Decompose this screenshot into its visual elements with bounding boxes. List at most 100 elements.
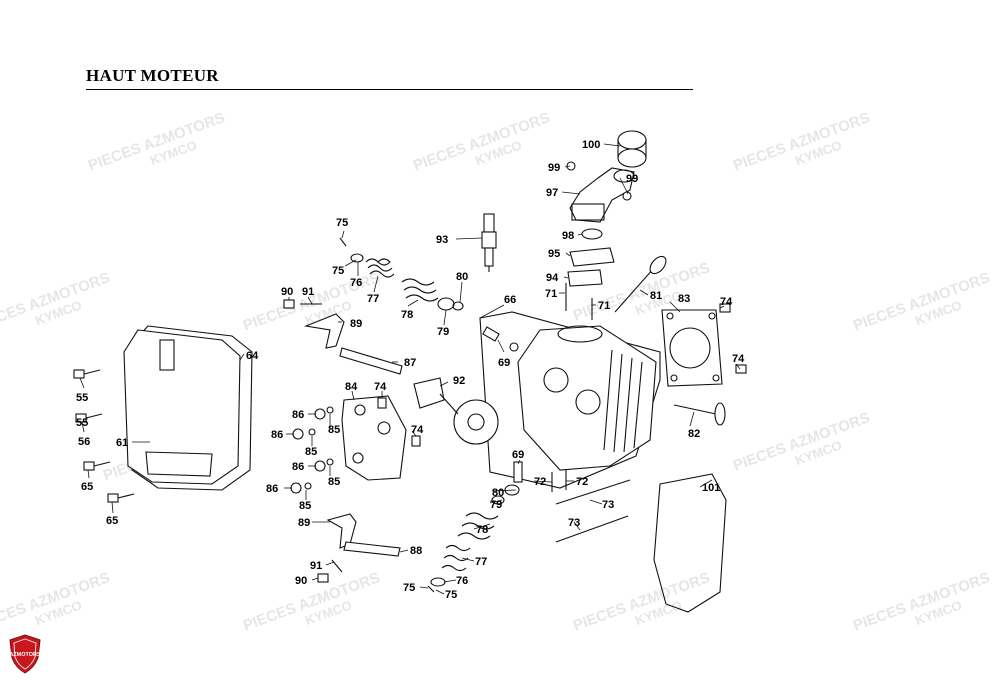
- callout-label: 88: [410, 545, 422, 557]
- callout-label: 98: [562, 230, 574, 242]
- callout-label: 71: [545, 288, 557, 300]
- callout-label: 84: [345, 381, 358, 393]
- part-81-intake-valve: [614, 255, 667, 313]
- callout-labels: 100 99 99 97 93 98 95 94 71 71 81 83 74 …: [76, 139, 745, 601]
- callout-label: 65: [106, 515, 118, 527]
- callout-label: 69: [512, 449, 524, 461]
- callout-label: 77: [367, 293, 379, 305]
- part-66-cylinder-head: [479, 311, 661, 489]
- callout-label: 86: [271, 429, 283, 441]
- callout-label: 75: [403, 582, 415, 594]
- callout-label: 89: [350, 318, 362, 330]
- callout-label: 99: [548, 162, 560, 174]
- callout-label: 64: [246, 350, 259, 362]
- part-bolts-left: [73, 369, 135, 503]
- callout-label: 74: [732, 353, 745, 365]
- callout-label: 75: [336, 217, 348, 229]
- part-61-head-cover: [123, 325, 253, 491]
- callout-label: 71: [598, 300, 610, 312]
- callout-label: 55: [76, 417, 88, 429]
- callout-label: 74: [720, 296, 733, 308]
- part-upper-valve-train: [339, 237, 464, 311]
- callout-label: 81: [650, 290, 662, 302]
- callout-label: 79: [490, 499, 502, 511]
- callout-label: 97: [546, 187, 558, 199]
- callout-label: 75: [445, 589, 457, 601]
- callout-label: 90: [281, 286, 293, 298]
- part-92-camshaft: [413, 377, 499, 445]
- part-88-rocker-shaft: [343, 541, 401, 557]
- part-87-rocker-shaft: [339, 347, 403, 375]
- callout-label: 76: [456, 575, 468, 587]
- callout-label: 91: [302, 286, 314, 298]
- callout-label: 66: [504, 294, 516, 306]
- callout-label: 80: [492, 487, 504, 499]
- callout-label: 86: [292, 409, 304, 421]
- callout-label: 85: [328, 424, 340, 436]
- callout-label: 75: [332, 265, 344, 277]
- callout-label: 79: [437, 326, 449, 338]
- watermark-text: PIECES AZMOTORS: [0, 269, 112, 334]
- page-title: HAUT MOTEUR: [86, 66, 219, 85]
- callout-label: 85: [305, 446, 317, 458]
- callout-label: 61: [116, 437, 128, 449]
- callout-label: 73: [602, 499, 614, 511]
- callout-label: 100: [582, 139, 600, 151]
- part-72-studs: [551, 470, 567, 492]
- part-95-insulator: [569, 247, 615, 267]
- callout-label: 55: [76, 392, 88, 404]
- part-101-gasket: [653, 473, 727, 613]
- callout-label: 89: [298, 517, 310, 529]
- callout-label: 86: [266, 483, 278, 495]
- callout-label: 82: [688, 428, 700, 440]
- part-74-dowel: [735, 364, 747, 374]
- callout-label: 91: [310, 560, 322, 572]
- callout-label: 93: [436, 234, 448, 246]
- callout-label: 76: [350, 277, 362, 289]
- callout-label: 99: [626, 173, 638, 185]
- callout-label: 74: [411, 424, 424, 436]
- title-underline: [86, 89, 693, 90]
- part-93-spark-plug: [481, 213, 497, 272]
- callout-label: 101: [702, 482, 720, 494]
- callout-label: 78: [476, 524, 488, 536]
- callout-label: 56: [78, 436, 90, 448]
- part-89-rocker-arm: [303, 313, 345, 349]
- callout-label: 72: [534, 476, 546, 488]
- part-73-long-studs: [555, 479, 631, 543]
- callout-label: 69: [498, 357, 510, 369]
- callout-label: 83: [678, 293, 690, 305]
- callout-label: 72: [576, 476, 588, 488]
- callout-label: 85: [328, 476, 340, 488]
- callout-label: 80: [456, 271, 468, 283]
- part-74-dowel: [411, 435, 421, 447]
- part-71-studs: [565, 283, 593, 320]
- part-84-cam-holder: [341, 395, 407, 481]
- callout-label: 86: [292, 461, 304, 473]
- part-98-o-ring: [581, 228, 603, 240]
- part-94-gasket: [567, 269, 603, 287]
- part-83-head-gasket: [661, 309, 723, 387]
- watermark-text: PIECES AZMOTORS: [0, 569, 112, 634]
- callout-label: 77: [475, 556, 487, 568]
- callout-label: 78: [401, 309, 413, 321]
- callout-label: 92: [453, 375, 465, 387]
- part-97-intake-manifold: [569, 167, 635, 223]
- part-100-clamp: [617, 130, 647, 168]
- callout-label: 87: [404, 357, 416, 369]
- callout-label: 73: [568, 517, 580, 529]
- callout-label: 94: [546, 272, 559, 284]
- azmotors-logo: AZMOTORS: [9, 634, 41, 674]
- callout-label: 65: [81, 481, 93, 493]
- part-69-plug: [482, 326, 519, 352]
- part-lower-valve-train: [427, 461, 523, 593]
- callout-label: 74: [374, 381, 387, 393]
- callout-label: 85: [299, 500, 311, 512]
- part-82-exhaust-valve: [673, 402, 726, 426]
- svg-text:AZMOTORS: AZMOTORS: [9, 652, 41, 658]
- callout-label: 95: [548, 248, 560, 260]
- leader-lines: [79, 143, 741, 595]
- callout-label: 90: [295, 575, 307, 587]
- part-74-dowel: [377, 397, 387, 409]
